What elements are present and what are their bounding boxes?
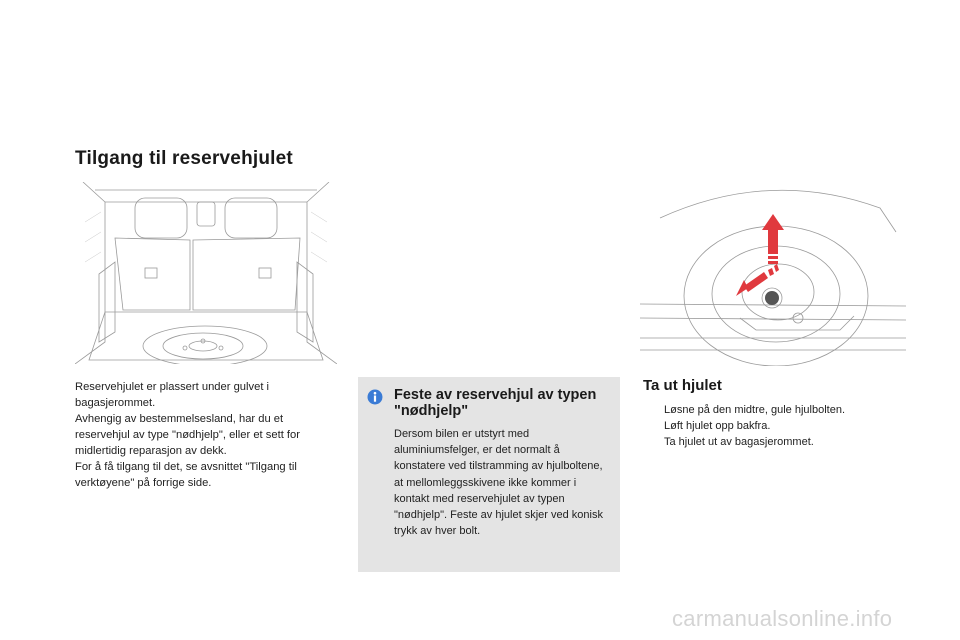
- step-text: Ta hjulet ut av bagasjerommet.: [664, 436, 814, 448]
- loosen-arrow-icon: [736, 264, 779, 296]
- step-text: Løft hjulet opp bakfra.: [664, 420, 771, 432]
- info-icon: [367, 389, 383, 405]
- info-box-body: Dersom bilen er utstyrt med aluminiumsfe…: [394, 428, 603, 538]
- step-text: Løsne på den midtre, gule hjulbolten.: [664, 404, 846, 416]
- paragraph: For å få tilgang til det, se avsnittet "…: [75, 461, 297, 489]
- lift-arrow-icon: [762, 214, 784, 264]
- central-wheel-bolt: [765, 291, 779, 305]
- trunk-spare-wheel-illustration: [75, 182, 337, 364]
- watermark: carmanualsonline.info: [672, 606, 893, 631]
- paragraph: Reservehjulet er plassert under gulvet i…: [75, 381, 270, 409]
- list-item: Løft hjulet opp bakfra.: [643, 418, 913, 434]
- body-text: Reservehjulet er plassert under gulvet i…: [75, 379, 337, 491]
- steps-list: Løsne på den midtre, gule hjulbolten. Lø…: [643, 402, 913, 450]
- info-box-title: Feste av reservehjul av typen "nødhjelp": [394, 387, 597, 419]
- spare-wheel-removal-illustration: [640, 189, 906, 366]
- page-title: Tilgang til reservehjulet: [75, 148, 293, 169]
- section-title: Ta ut hjulet: [643, 377, 722, 394]
- info-box: [358, 377, 620, 572]
- list-item: Løsne på den midtre, gule hjulbolten.: [643, 402, 913, 418]
- list-item: Ta hjulet ut av bagasjerommet.: [643, 434, 913, 450]
- paragraph: Avhengig av bestemmelsesland, har du et …: [75, 413, 300, 457]
